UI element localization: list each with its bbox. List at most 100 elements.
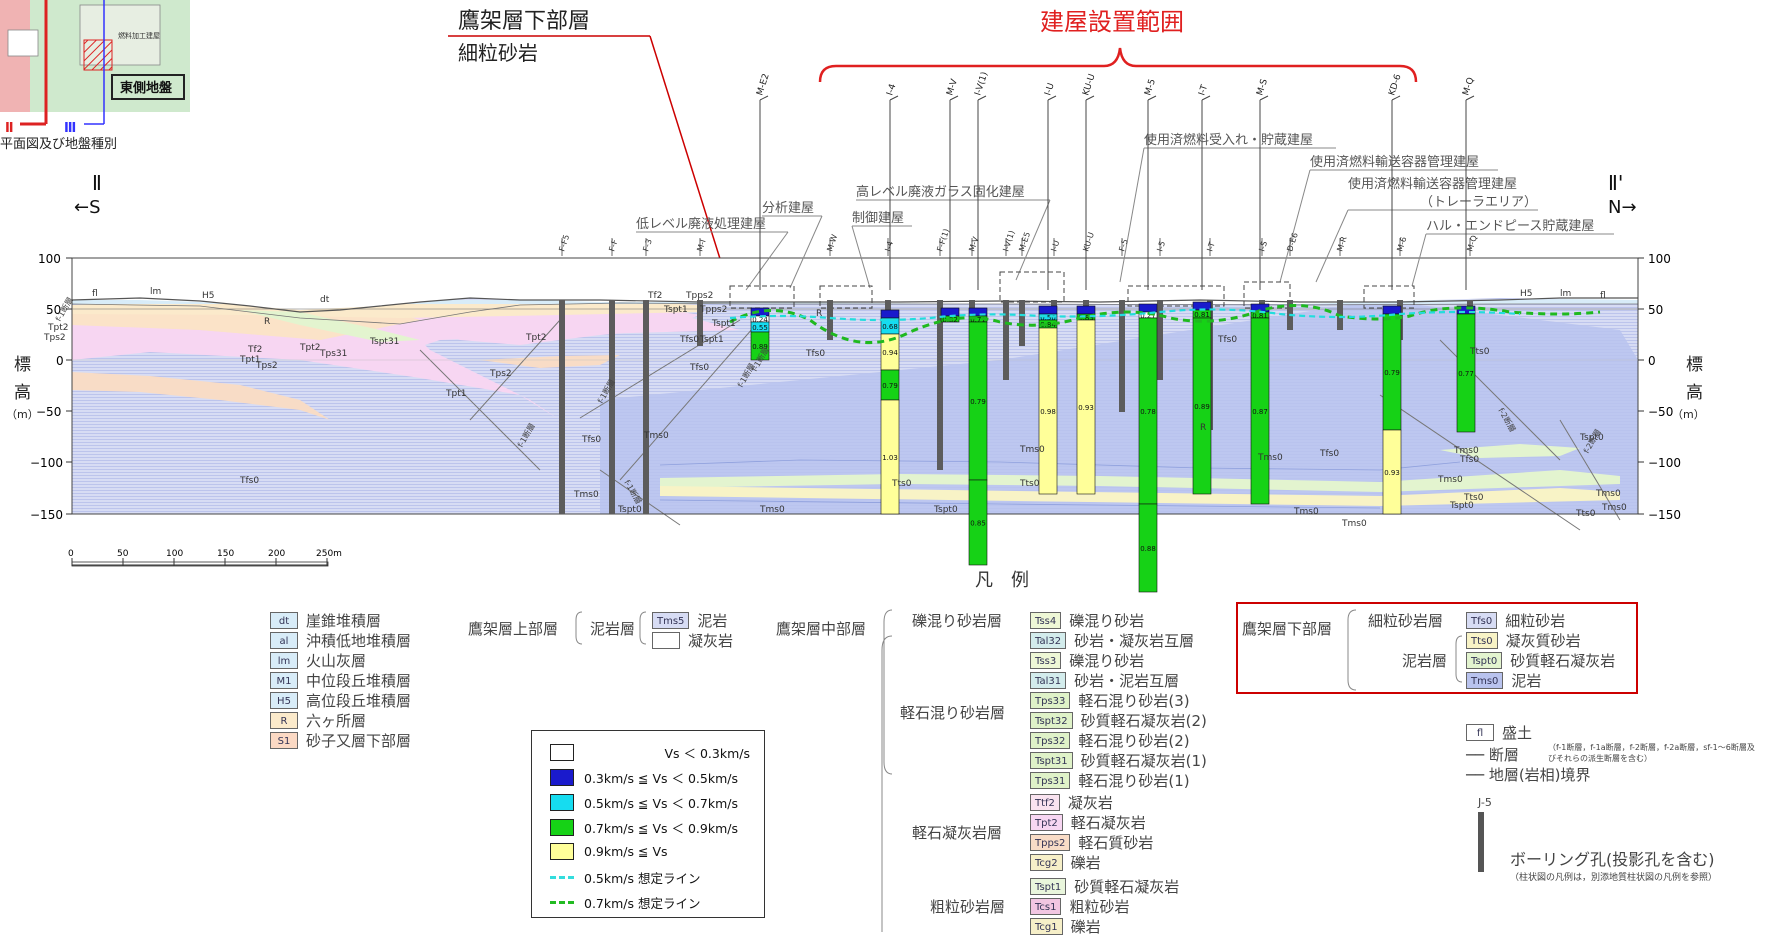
borehole-top-label: M-Q	[1461, 76, 1476, 97]
scale-tick-0: 0	[68, 549, 74, 559]
borehole-pole	[559, 300, 565, 514]
layer-label: Tms0	[1293, 507, 1319, 517]
borehole-top-tick	[1259, 95, 1269, 101]
layer-label: Tf2	[647, 291, 662, 301]
legend-name: 軽石質砂岩	[1078, 834, 1154, 852]
layer-label: Tfs0	[805, 349, 825, 359]
vs-value: 0.89	[1078, 314, 1094, 322]
legend-code: M1	[270, 672, 298, 689]
layer-label: Tts0	[1463, 493, 1484, 503]
building-label-6: 高レベル廃液ガラス固化建屋	[856, 184, 1025, 200]
inset-caption: 平面図及び地盤種別	[0, 136, 117, 152]
vs-line-swatch	[550, 901, 574, 904]
borehole-section-label: M-R	[1335, 235, 1348, 253]
legend-group-label: 細粒砂岩層	[1368, 612, 1444, 630]
legend-group-label: 泥岩層	[590, 620, 636, 638]
legend-group-label: 軽石混り砂岩層	[900, 704, 1006, 722]
vs-segment	[1382, 429, 1402, 515]
vs-legend-label: 0.3km/s ≦ Vs ＜ 0.5km/s	[584, 771, 738, 786]
layer-label: dt	[320, 295, 330, 305]
borehole-pole	[609, 300, 615, 514]
borehole-top-label: I-4	[885, 83, 898, 97]
layer-label: Tms0	[1595, 489, 1621, 499]
borehole-top-tick	[759, 95, 769, 101]
vs-segment	[1138, 503, 1158, 593]
borehole-section-label: F-5	[1117, 238, 1129, 253]
scale-bar	[71, 558, 329, 567]
lower-formation-label: 鷹架層下部層	[458, 9, 590, 34]
section-body	[71, 258, 1638, 531]
vs-value: 0.71	[970, 316, 986, 324]
vs-value: 0.68	[882, 323, 898, 331]
legend-name: 礫混り砂岩	[1069, 612, 1145, 630]
vs-cap	[940, 307, 960, 317]
layer-label: Tfs0	[689, 363, 709, 373]
vs-cap	[1038, 305, 1058, 315]
left-mark: Ⅱ	[92, 171, 102, 195]
vs-value: 0.50	[1040, 314, 1056, 322]
layer-label: Tps2	[489, 369, 512, 379]
legend-code: Tms5	[652, 612, 690, 629]
layer-label: fl	[92, 289, 98, 299]
vs-value: 0.79	[970, 398, 986, 406]
building-label-1: 使用済燃料受入れ・貯蔵建屋	[1144, 132, 1313, 148]
y-tick-50-right: 50	[1648, 303, 1663, 317]
layer-label: Tms0	[759, 505, 785, 515]
scale-tick-100: 100	[166, 549, 183, 559]
left-direction: ←S	[74, 197, 101, 218]
right-mark: Ⅱ'	[1608, 171, 1623, 195]
layer-label: lm	[1560, 289, 1571, 299]
y-axis-label-right-2: 高	[1686, 383, 1703, 403]
legend-name: 軽石混り砂岩(2)	[1078, 732, 1190, 750]
layer-label: Tspt0	[933, 505, 958, 515]
scale-tick-150: 150	[217, 549, 234, 559]
y-axis-label-1: 標	[14, 355, 31, 375]
layer-label: Tms0	[1601, 503, 1627, 513]
legend-group-label: 泥岩層	[1402, 652, 1448, 670]
borehole-top-label: I-U	[1043, 82, 1056, 97]
borehole-top-label: M-E2	[755, 72, 771, 96]
borehole-pole	[827, 300, 833, 340]
borehole-section-label: M-W	[825, 233, 839, 252]
legend-name: 砂子又層下部層	[306, 732, 412, 750]
borehole-section-label: I-5	[1155, 240, 1167, 253]
borehole-section-label: M-E5	[1017, 231, 1032, 253]
building-label-2: 使用済燃料輸送容器管理建屋	[1310, 154, 1479, 170]
vs-0.5-line	[729, 308, 1521, 322]
legend-code: Tspt31	[1030, 752, 1073, 769]
vs-legend-row: 0.5km/s 想定ライン	[550, 868, 750, 887]
borehole-section-label: F-F5	[557, 233, 571, 252]
legend-code: Tps31	[1030, 772, 1071, 789]
vs-cap	[1138, 303, 1158, 313]
legend-code: Tss3	[1030, 652, 1062, 669]
building-labels: 使用済燃料受入れ・貯蔵建屋 使用済燃料輸送容器管理建屋 使用済燃料輸送容器管理建…	[636, 132, 1614, 291]
vs-legend-row: 0.3km/s ≦ Vs ＜ 0.5km/s	[550, 768, 750, 787]
borehole-top-label: M-S	[1255, 78, 1270, 97]
layer-label: Tpt1	[239, 355, 260, 365]
layer-label: Tspt1	[711, 319, 736, 329]
lower-formation-rock: 細粒砂岩	[458, 41, 538, 65]
vs-legend-row: 0.7km/s ≦ Vs ＜ 0.9km/s	[550, 818, 750, 837]
legend-name: 礫混り砂岩	[1069, 652, 1145, 670]
legend-group-label: 鷹架層中部層	[776, 620, 867, 638]
vs-cap	[1076, 305, 1096, 315]
y-tick-50-left: 50	[46, 303, 61, 317]
layer-label: Tfs0	[1459, 455, 1479, 465]
vs-cap	[1382, 305, 1402, 315]
y-axis-unit-right: （m）	[1672, 408, 1705, 421]
legend-group-label: 軽石凝灰岩層	[912, 824, 1003, 842]
building-label-8: 制御建屋	[852, 211, 904, 226]
vs-legend-row: 0.9km/s ≦ Vs	[550, 843, 750, 860]
legend-name: 砂質軽石凝灰岩(2)	[1080, 712, 1207, 730]
borehole-section-label: I-T	[1205, 241, 1216, 253]
borehole-pole	[643, 300, 649, 514]
borehole-top-label: M-5	[1143, 78, 1158, 97]
